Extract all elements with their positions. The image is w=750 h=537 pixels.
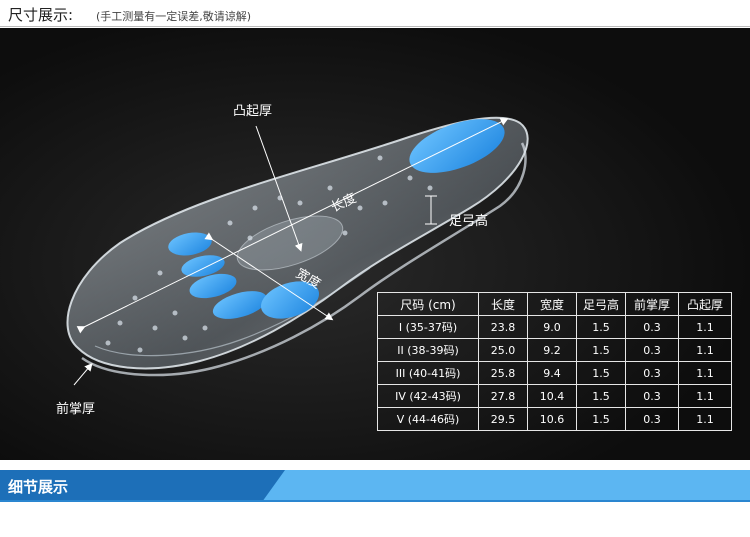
measurement-note: (手工测量有一定误差,敬请谅解): [96, 10, 252, 23]
page-title: 尺寸展示:: [8, 6, 74, 24]
convex-thickness-leader: [255, 125, 303, 252]
table-cell: 9.0: [527, 315, 577, 339]
header-divider: [0, 26, 750, 27]
table-cell: 0.3: [625, 315, 679, 339]
section-title: 细节展示: [8, 478, 69, 496]
table-cell: 1.5: [576, 315, 626, 339]
table-cell: I (35-37码): [377, 315, 479, 339]
table-cell: 0.3: [625, 384, 679, 408]
table-row: III (40-41码) 25.8 9.4 1.5 0.3 1.1: [377, 361, 732, 385]
product-panel: 凸起厚 长度 足弓高 宽度 前掌厚 尺码 (cm) 长度 宽度 足弓高 前掌厚 …: [0, 28, 750, 460]
table-cell: 1.1: [678, 338, 732, 362]
arch-height-label: 足弓高: [449, 214, 489, 229]
forefoot-thickness-label: 前掌厚: [56, 402, 96, 417]
table-cell: 9.4: [527, 361, 577, 385]
table-row: I (35-37码) 23.8 9.0 1.5 0.3 1.1: [377, 315, 732, 339]
table-cell: 1.1: [678, 384, 732, 408]
table-cell: 1.1: [678, 315, 732, 339]
convex-thickness-label: 凸起厚: [233, 104, 273, 119]
forefoot-thickness-leader: [73, 362, 93, 386]
table-row: IV (42-43码) 27.8 10.4 1.5 0.3 1.1: [377, 384, 732, 408]
column-header: 凸起厚: [678, 292, 732, 316]
page-header: 尺寸展示: (手工测量有一定误差,敬请谅解): [0, 0, 750, 28]
table-cell: 1.5: [576, 338, 626, 362]
column-header: 前掌厚: [625, 292, 679, 316]
table-cell: 27.8: [478, 384, 528, 408]
length-arrow: [76, 118, 509, 334]
table-cell: 0.3: [625, 338, 679, 362]
table-cell: 1.5: [576, 384, 626, 408]
section-banner-shape: [0, 470, 750, 502]
table-row: II (38-39码) 25.0 9.2 1.5 0.3 1.1: [377, 338, 732, 362]
table-header-row: 尺码 (cm) 长度 宽度 足弓高 前掌厚 凸起厚: [377, 292, 732, 316]
table-cell: 0.3: [625, 361, 679, 385]
table-cell: 9.2: [527, 338, 577, 362]
table-cell: 10.6: [527, 407, 577, 431]
table-cell: III (40-41码): [377, 361, 479, 385]
table-cell: 1.1: [678, 407, 732, 431]
table-cell: 1.5: [576, 361, 626, 385]
size-table: 尺码 (cm) 长度 宽度 足弓高 前掌厚 凸起厚 I (35-37码) 23.…: [377, 292, 732, 431]
column-header: 长度: [478, 292, 528, 316]
insole-illustration: [0, 28, 750, 460]
table-cell: 25.0: [478, 338, 528, 362]
table-cell: 10.4: [527, 384, 577, 408]
column-header: 尺码 (cm): [377, 292, 479, 316]
column-header: 宽度: [527, 292, 577, 316]
table-cell: IV (42-43码): [377, 384, 479, 408]
section-heading-bar: 细节展示: [0, 470, 750, 502]
table-cell: II (38-39码): [377, 338, 479, 362]
table-cell: 25.8: [478, 361, 528, 385]
table-row: V (44-46码) 29.5 10.6 1.5 0.3 1.1: [377, 407, 732, 431]
table-cell: 29.5: [478, 407, 528, 431]
table-cell: 0.3: [625, 407, 679, 431]
arch-height-marker: [425, 195, 437, 225]
table-cell: 1.5: [576, 407, 626, 431]
table-cell: V (44-46码): [377, 407, 479, 431]
table-cell: 1.1: [678, 361, 732, 385]
column-header: 足弓高: [576, 292, 626, 316]
width-arrow: [204, 232, 334, 321]
table-cell: 23.8: [478, 315, 528, 339]
